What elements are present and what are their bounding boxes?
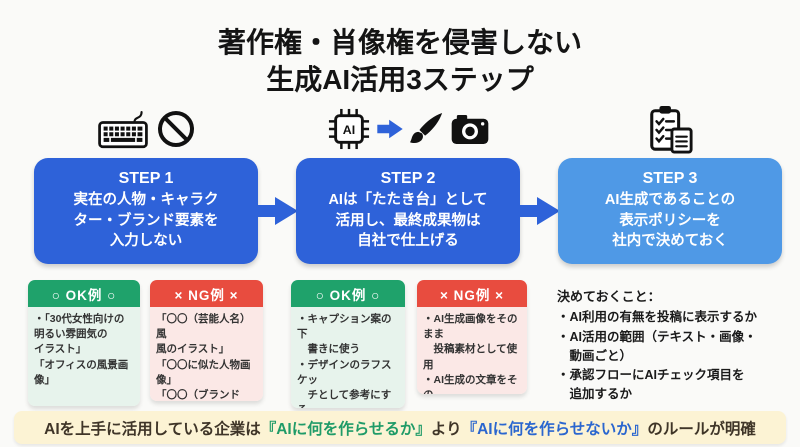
arrow-step1-to-step2-icon [256, 197, 298, 225]
step1-ng-examples: × NG例 × 「〇〇（芸能人名）風 風のイラスト」 「〇〇に似た人物画像」 「… [150, 280, 263, 401]
bottom-banner: AIを上手に活用している企業は 『AIに何を作らせるか』 より 『AIに何を作ら… [14, 411, 786, 444]
banner-segment: より [430, 420, 462, 438]
ok-header: ○ OK例 ○ [28, 280, 140, 307]
step1-label: STEP 1 [118, 170, 174, 188]
notes-heading: 決めておくこと： [557, 289, 661, 304]
banner-segment: のルールが明確 [647, 420, 756, 438]
ng-header: × NG例 × [417, 280, 527, 307]
step3-icon-row [558, 103, 782, 155]
note-item: ・AI利用の有無を投稿に表示するか [557, 310, 758, 324]
paintbrush-icon [409, 112, 442, 143]
step1-box: STEP 1 実在の人物・キャラク ター・ブランド要素を 入力しない [34, 158, 258, 264]
keyboard-icon [97, 110, 148, 149]
step3-notes: 決めておくこと： ・AI利用の有無を投稿に表示するか ・AI活用の範囲（テキスト… [557, 286, 795, 405]
arrow-small-icon [376, 119, 403, 139]
step3-box: STEP 3 AI生成であることの 表示ポリシーを 社内で決めておく [558, 158, 782, 264]
svg-text:AI: AI [342, 123, 354, 137]
prohibition-icon [157, 111, 194, 147]
step2-ng-examples: × NG例 × ・AI生成画像をそのまま 投稿素材として使用 ・AI生成の文章を… [417, 280, 527, 394]
ok-header: ○ OK例 ○ [291, 280, 405, 307]
ng-body: ・AI生成画像をそのまま 投稿素材として使用 ・AI生成の文章をその ままコピペ… [417, 307, 527, 394]
note-item: ・AI活用の範囲（テキスト・画像・ 動画ごと） [557, 329, 757, 363]
step2-ok-examples: ○ OK例 ○ ・キャプション案の下 書きに使う ・デザインのラフスケッ チとし… [291, 280, 405, 408]
banner-segment-highlight-blue: 『AIに何を作らせないか』 [461, 420, 648, 438]
step2-icon-row: AI [296, 103, 520, 155]
ok-body: ・キャプション案の下 書きに使う ・デザインのラフスケッ チとして参考にする ・… [291, 307, 405, 408]
step3-text: AI生成であることの 表示ポリシーを 社内で決めておく [604, 192, 736, 250]
step1-text: 実在の人物・キャラク ター・ブランド要素を 入力しない [73, 192, 219, 250]
step2-text: AIは「たたき台」として 活用し、最終成果物は 自社で仕上げる [328, 192, 488, 250]
camera-icon [451, 114, 488, 144]
banner-segment: AIを上手に活用している企業は [44, 420, 261, 438]
checklist-icon [650, 105, 693, 154]
ai-chip-icon: AI [328, 108, 369, 150]
arrow-step2-to-step3-icon [518, 197, 560, 225]
ng-body: 「〇〇（芸能人名）風 風のイラスト」 「〇〇に似た人物画像」 「〇〇（ブランド名… [150, 307, 263, 401]
ok-body: ・「30代女性向けの 明るい雰囲気の イラスト」 「オフィスの風景画 像」 [28, 307, 140, 406]
step3-label: STEP 3 [642, 170, 698, 188]
step2-box: STEP 2 AIは「たたき台」として 活用し、最終成果物は 自社で仕上げる [296, 158, 520, 264]
step1-icon-row [34, 103, 258, 155]
page-title: 著作権・肖像権を侵害しない 生成AI活用3ステップ [217, 26, 582, 95]
step2-label: STEP 2 [380, 170, 436, 188]
banner-segment-highlight-green: 『AIに何を作らせるか』 [260, 420, 431, 438]
step1-ok-examples: ○ OK例 ○ ・「30代女性向けの 明るい雰囲気の イラスト」 「オフィスの風… [28, 280, 140, 406]
ng-header: × NG例 × [150, 280, 263, 307]
note-item: ・承認フローにAIチェック項目を 追加するか [557, 368, 745, 401]
